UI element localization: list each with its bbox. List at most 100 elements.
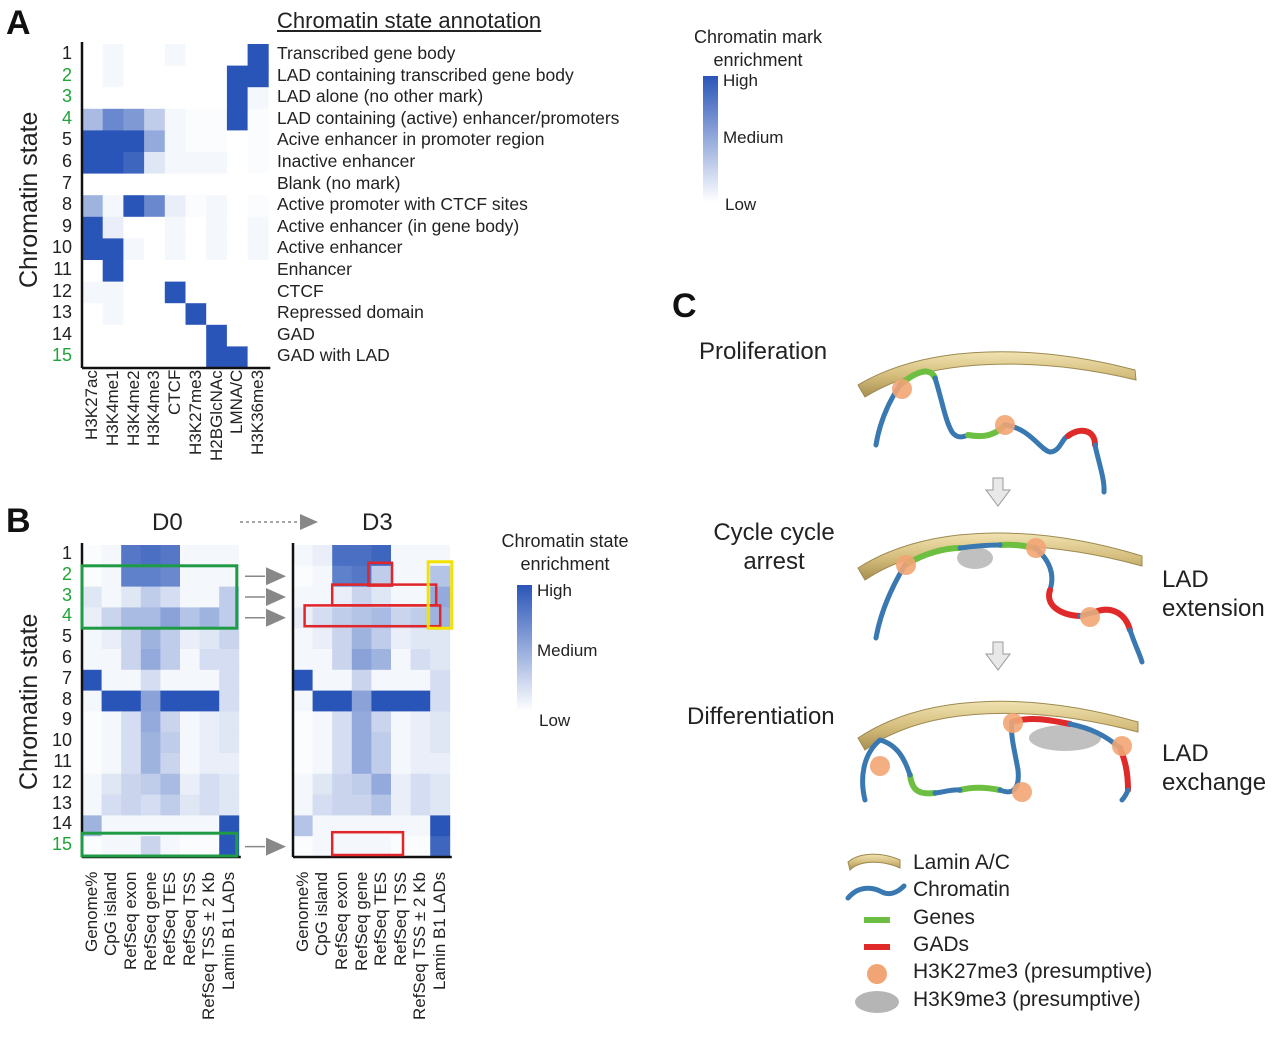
- heatmap-d0-cell: [140, 836, 161, 858]
- heatmap-d3-cell: [410, 732, 431, 754]
- heatmap-d0-cell: [219, 565, 240, 587]
- heatmap-d0-cell: [160, 649, 181, 671]
- heatmap-d0-cell: [219, 628, 240, 650]
- heatmap-d3-cell: [312, 649, 333, 671]
- heatmap-d0-cell: [101, 815, 122, 837]
- heatmap-d3-cell: [332, 545, 353, 567]
- heatmap-d3-cell: [410, 607, 431, 629]
- chromatin-stage3: [860, 719, 1131, 803]
- heatmap-a-cell: [102, 303, 124, 326]
- heatmap-a-cell: [82, 152, 104, 174]
- heatmap-a-cell: [144, 260, 166, 282]
- heatmap-a-cell: [102, 130, 124, 153]
- legend-b-gradient: [517, 585, 532, 711]
- heatmap-d3-cell: [293, 753, 313, 775]
- panel-a-letter: A: [6, 4, 31, 42]
- heatmap-a-cell: [247, 87, 269, 110]
- row-number: 9: [61, 215, 72, 236]
- heatmap-a-cell: [102, 44, 124, 66]
- heatmap-d0-cell: [82, 753, 102, 775]
- heatmap-d0-cell: [82, 836, 102, 858]
- heatmap-d3-cell: [371, 607, 392, 629]
- heatmap-a-cell: [247, 303, 269, 326]
- row-number: 2: [61, 563, 72, 584]
- heatmap-d0-cell: [101, 607, 122, 629]
- heatmap-a-cell: [82, 195, 104, 218]
- heatmap-d0-cell: [140, 545, 161, 567]
- chromatin-schematic: [857, 351, 1145, 803]
- h3k27me3-stage3-a: [870, 756, 890, 776]
- heatmap-d3-cell: [391, 586, 411, 608]
- connector-arrow-head: [266, 567, 286, 586]
- heatmap-d3-cell: [351, 586, 372, 608]
- heatmap-d0-cell: [160, 565, 181, 587]
- lad-exchange-line1: LAD: [1162, 740, 1209, 767]
- heatmap-d3-cell: [371, 565, 392, 587]
- heatmap-d0-cell: [199, 753, 220, 775]
- heatmap-d3-cell: [410, 753, 431, 775]
- heatmap-a-cell: [82, 87, 104, 110]
- row-number: 8: [61, 194, 72, 215]
- h3k27me3-stage2-c: [1080, 607, 1100, 627]
- heatmap-d0-cell: [199, 773, 220, 795]
- heatmap-a-cell: [82, 324, 104, 347]
- stage-differentiation: Differentiation: [687, 703, 835, 730]
- heatmap-d0-cell: [140, 649, 161, 671]
- heatmap-d3-cell: [312, 773, 333, 795]
- heatmap-a-cell: [226, 324, 248, 347]
- heatmap-a-cell: [102, 195, 124, 218]
- row-number: 2: [61, 64, 72, 85]
- heatmap-a-cell: [82, 281, 104, 304]
- h3k27me3-stage3-b: [1003, 713, 1023, 733]
- heatmap-a-cell: [144, 65, 166, 88]
- heatmap-d0-cell: [199, 711, 220, 733]
- heatmap-a-cell: [164, 346, 186, 369]
- row-number: 12: [51, 771, 72, 792]
- annotation-item: Transcribed gene body: [277, 43, 456, 63]
- heatmap-a-cell: [226, 108, 248, 131]
- heatmap-d0-cell: [140, 794, 161, 816]
- heatmap-d3-cell: [312, 732, 333, 754]
- heatmap-d0-cell: [101, 753, 122, 775]
- heatmap-d3-cell: [351, 545, 372, 567]
- row-number: 6: [61, 151, 72, 171]
- heatmap-a-cell: [206, 108, 228, 131]
- heatmap-a-cell: [247, 108, 269, 131]
- heatmap-d3-cell: [371, 545, 392, 567]
- heatmap-d0-cell: [140, 669, 161, 691]
- chromatin-stage1-c: [1092, 442, 1107, 495]
- heatmap-d0-cell: [140, 711, 161, 733]
- row-number: 15: [51, 834, 72, 855]
- h3k9me3-stage2: [957, 547, 993, 569]
- row-number: 5: [61, 626, 72, 647]
- heatmap-d3-cell: [371, 794, 392, 816]
- heatmap-d0-cell: [101, 649, 122, 671]
- lad-exchange-label: LAD exchange: [1162, 739, 1266, 797]
- heatmap-d3-cell: [430, 669, 451, 691]
- lad-exchange-line2: exchange: [1162, 769, 1267, 796]
- heatmap-d3-cell: [332, 628, 353, 650]
- heatmap-a-cell: [185, 216, 207, 239]
- heatmap-a-cell: [123, 130, 145, 153]
- heatmap-d0-cell: [82, 690, 102, 712]
- heatmap-a-cell: [226, 281, 248, 304]
- heatmap-a-cell: [123, 108, 145, 131]
- heatmap-d3-cell: [410, 711, 431, 733]
- heatmap-d3-cell: [293, 815, 313, 837]
- heatmap-d0-cell: [219, 794, 240, 816]
- heatmap-a-cell: [164, 152, 186, 174]
- heatmap-d3-cell: [410, 649, 431, 671]
- heatmap-d0-cell: [160, 836, 181, 858]
- heatmap-d3-cell: [351, 649, 372, 671]
- heatmap-d3-cell: [430, 836, 451, 858]
- heatmap-d0-cell: [160, 711, 181, 733]
- heatmap-a-cell: [206, 44, 228, 66]
- heatmap-d0-cell: [219, 607, 240, 629]
- heatmap-a-cell: [247, 65, 269, 88]
- heatmap-d3-cell: [430, 815, 451, 837]
- heatmap-d3-cell: [371, 836, 392, 858]
- heatmap-d3-cell: [351, 836, 372, 858]
- legend-b-high: High: [537, 581, 572, 600]
- heatmap-d3-cell: [410, 794, 431, 816]
- heatmap-d0-cell: [140, 773, 161, 795]
